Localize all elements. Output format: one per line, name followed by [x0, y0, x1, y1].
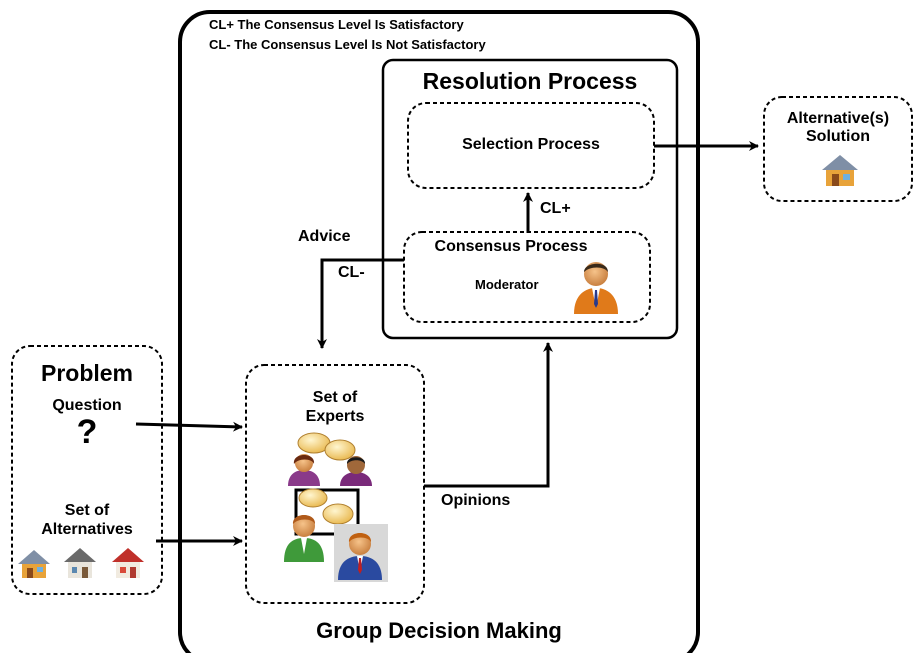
solution-label-line2: Solution	[806, 128, 870, 145]
expert-person-icon	[334, 524, 388, 582]
experts-label-line1: Set of	[312, 389, 358, 406]
speech-bubble-icon	[298, 488, 328, 508]
problem-box	[11, 345, 163, 595]
experts-label-line2: Experts	[305, 408, 365, 425]
solution-label-line1: Alternative(s)	[786, 110, 890, 127]
cl-minus-label: CL-	[338, 264, 365, 281]
moderator-icon	[574, 262, 618, 314]
legend-cl-minus: CL- The Consensus Level Is Not Satisfact…	[209, 37, 486, 52]
alternatives-label-line2: Alternatives	[41, 521, 133, 538]
group-decision-title: Group Decision Making	[316, 618, 562, 643]
speech-bubble-icon	[324, 439, 356, 461]
problem-title: Problem	[40, 360, 134, 386]
expert-person-icon	[284, 515, 324, 562]
expert-person-icon	[288, 454, 320, 486]
expert-person-icon	[340, 456, 372, 486]
house-icon	[822, 155, 858, 186]
house-icon	[112, 548, 144, 578]
advice-label: Advice	[298, 228, 351, 245]
house-icon	[18, 550, 50, 578]
moderator-label: Moderator	[475, 277, 539, 292]
experts-group	[284, 432, 388, 582]
group-decision-box	[178, 10, 700, 653]
arrow-clminus-feedback	[317, 258, 404, 349]
consensus-process-label: Consensus Process	[434, 238, 588, 255]
solution-box	[763, 96, 913, 202]
arrow-opinions	[424, 342, 553, 488]
alternatives-label-line1: Set of	[64, 502, 110, 519]
selection-process-label: Selection Process	[462, 136, 600, 153]
experts-box	[245, 364, 425, 604]
resolution-process-title: Resolution Process	[422, 68, 638, 94]
resolution-process-box	[381, 58, 679, 340]
question-icon: ?	[76, 413, 98, 451]
opinions-label: Opinions	[441, 492, 511, 509]
house-icon	[64, 548, 96, 578]
cl-plus-label: CL+	[540, 200, 571, 217]
arrow-question-to-experts	[135, 421, 243, 432]
question-label: Question	[52, 397, 122, 414]
legend-cl-plus: CL+ The Consensus Level Is Satisfactory	[209, 17, 464, 32]
speech-bubble-icon	[322, 503, 354, 525]
